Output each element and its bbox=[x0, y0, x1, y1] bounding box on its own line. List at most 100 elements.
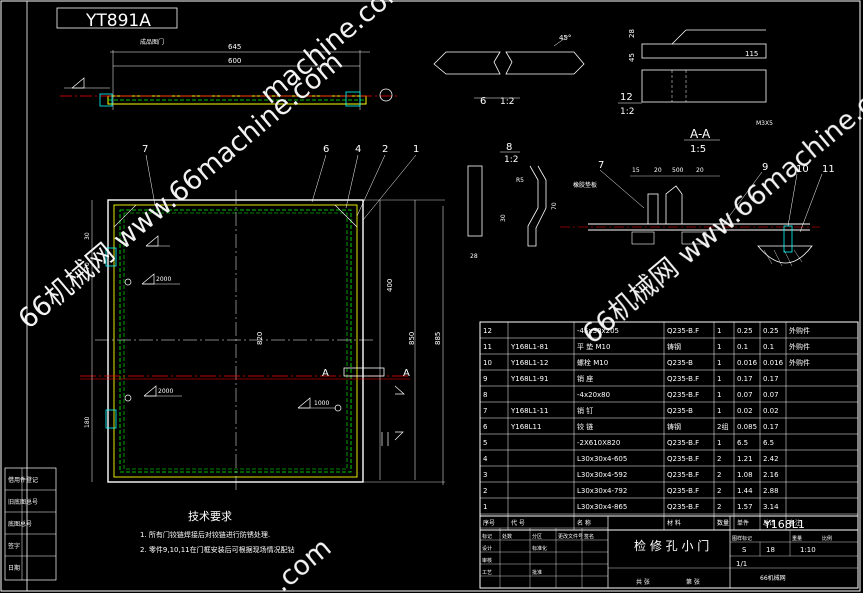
bom-cell-qty: 1 bbox=[717, 327, 721, 335]
bom-cell-qty: 1 bbox=[717, 391, 721, 399]
bom-cell-code: Y168L11 bbox=[510, 423, 541, 431]
bom-cell-name: L30x30x4-592 bbox=[577, 471, 627, 479]
detail-bent-plate: 45° 6 1:2 bbox=[433, 34, 585, 107]
bom-cell-name: L30x30x4-792 bbox=[577, 487, 627, 495]
bom-cell-w1: 0.07 bbox=[737, 391, 753, 399]
bom-cell-no: 1 bbox=[483, 503, 487, 511]
rubber-pad-label: 橡胶垫板 bbox=[573, 181, 597, 189]
bom-cell-qty: 2 bbox=[717, 487, 721, 495]
balloon-2: 2 bbox=[382, 144, 388, 155]
detail-30: 30 bbox=[500, 214, 507, 222]
bom-cell-no: 9 bbox=[483, 375, 487, 383]
bom-cell-w1: 0.016 bbox=[737, 359, 758, 367]
dim-400: 400 bbox=[386, 279, 394, 292]
bom-cell-no: 5 bbox=[483, 439, 487, 447]
bom-cell-mat: 铸钢 bbox=[667, 342, 681, 351]
hinge-pin-circle bbox=[379, 88, 393, 102]
dim-70: 70 bbox=[84, 262, 91, 270]
angle-45: 45° bbox=[559, 34, 571, 42]
technical-notes: 技术要求 1. 所有门铰链焊接后对铰链进行防锈处理. 2. 零件9,10,11在… bbox=[140, 510, 295, 554]
bom-cell-mat: Q235-B bbox=[667, 407, 693, 415]
bom-cell-no: 8 bbox=[483, 391, 487, 399]
note-1: 1. 所有门铰链焊接后对铰链进行防锈处理. bbox=[140, 530, 270, 539]
front-view: 2000 2000 1000 A A 400 850 885 820 30 70… bbox=[80, 144, 445, 492]
sign-label-0: 标记 bbox=[482, 533, 492, 540]
balloon-6: 7 bbox=[142, 144, 148, 155]
bom-cell-no: 12 bbox=[483, 327, 492, 335]
bom-cell-w2: 2.42 bbox=[763, 455, 779, 463]
meta-label-2: 比例 bbox=[822, 535, 832, 542]
balloon-12: 12 bbox=[620, 92, 633, 103]
bom-cell-qty: 1 bbox=[717, 359, 721, 367]
bom-cell-code: Y168L1-91 bbox=[510, 375, 548, 383]
bom-cell-mat: Q235-B.F bbox=[667, 439, 699, 447]
aa-dim-15: 15 bbox=[632, 167, 640, 174]
bom-cell-w2: 0.02 bbox=[763, 407, 779, 415]
aa-dim-20b: 20 bbox=[696, 167, 704, 174]
section-scale: 1:5 bbox=[690, 144, 706, 155]
sign-label-3: 更改文件号 bbox=[558, 533, 583, 540]
scale-1-2-c: 1:2 bbox=[504, 155, 518, 165]
bom-cell-mat: Q235-B.F bbox=[667, 471, 699, 479]
bom-header-cell: 总计 bbox=[763, 519, 775, 527]
bom-cell-code: Y168L1-12 bbox=[510, 359, 548, 367]
detail-70: 70 bbox=[551, 202, 558, 210]
sign-label-4: 签名 bbox=[584, 533, 594, 540]
bom-cell-name: 螺栓 M10 bbox=[577, 358, 608, 367]
bom-cell-mat: Q235-B bbox=[667, 359, 693, 367]
bom-cell-qty: 1 bbox=[717, 407, 721, 415]
strip-label-0: 借用件登记 bbox=[8, 476, 38, 484]
detail-r5: R5 bbox=[516, 177, 524, 184]
bom-cell-no: 7 bbox=[483, 407, 487, 415]
roughness-symbol bbox=[71, 77, 85, 89]
door-handle bbox=[343, 367, 385, 377]
top-view-subtitle: 成品图门 bbox=[140, 38, 164, 46]
dim-m3x5: M3X5 bbox=[756, 120, 773, 127]
bom-cell-code: Y168L1-11 bbox=[510, 407, 548, 415]
roughness-2000-a: 2000 bbox=[156, 276, 171, 283]
dim-30: 30 bbox=[84, 232, 91, 240]
bom-cell-w1: 1.44 bbox=[737, 487, 753, 495]
bom-cell-name: 平 垫 M10 bbox=[577, 342, 610, 351]
sign-label-7: 审核 bbox=[482, 557, 492, 564]
bom-cell-name: L30x30x4-865 bbox=[577, 503, 627, 511]
bom-header-cell: 单件 bbox=[737, 519, 749, 527]
bom-cell-rem: 外购件 bbox=[789, 342, 810, 351]
meta-weight: 18 bbox=[766, 546, 775, 554]
aa-dim-500: 500 bbox=[672, 167, 684, 174]
bom-header-cell: 名 称 bbox=[577, 519, 591, 527]
strip-label-2: 底图总号 bbox=[8, 520, 32, 528]
dim-115: 115 bbox=[745, 50, 758, 58]
bom-cell-mat: Q235-B.F bbox=[667, 391, 699, 399]
company-name: 66机械网 bbox=[760, 574, 786, 582]
bom-cell-w2: 0.07 bbox=[763, 391, 779, 399]
bom-cell-qty: 1 bbox=[717, 343, 721, 351]
bom-cell-w1: 1.57 bbox=[737, 503, 753, 511]
bom-cell-w2: 0.016 bbox=[763, 359, 784, 367]
bom-cell-qty: 1 bbox=[717, 439, 721, 447]
sign-label-2: 分区 bbox=[532, 533, 542, 540]
bom-cell-no: 6 bbox=[483, 423, 488, 431]
section-title: A-A bbox=[690, 127, 711, 141]
bom-cell-w1: 0.25 bbox=[737, 327, 753, 335]
bom-cell-rem: 外购件 bbox=[789, 358, 810, 367]
strip-label-4: 日期 bbox=[8, 564, 20, 572]
watermark-right: 66机械网 www.66machine.com bbox=[577, 61, 863, 350]
lower-hinge bbox=[105, 409, 117, 429]
bom-cell-mat: Q235-B.F bbox=[667, 455, 699, 463]
ground-section bbox=[757, 245, 813, 264]
bom-cell-name: 铰 链 bbox=[577, 422, 593, 431]
bom-cell-w2: 0.25 bbox=[763, 327, 779, 335]
dim-28: 28 bbox=[628, 29, 636, 38]
bom-cell-name: -4x20x80 bbox=[577, 391, 610, 399]
balloon-4: 6 bbox=[323, 144, 329, 155]
left-revision-strip: 借用件登记 旧底图总号 底图总号 签字 日期 bbox=[4, 467, 57, 581]
notes-title: 技术要求 bbox=[188, 510, 232, 523]
bom-cell-no: 2 bbox=[483, 487, 487, 495]
roughness-2000-b: 2000 bbox=[158, 388, 173, 395]
bom-cell-name: -2X610X820 bbox=[577, 439, 620, 447]
sign-label-1: 处数 bbox=[502, 533, 512, 540]
sign-label-6: 标准化 bbox=[532, 545, 547, 552]
bom-cell-w2: 0.17 bbox=[763, 375, 779, 383]
